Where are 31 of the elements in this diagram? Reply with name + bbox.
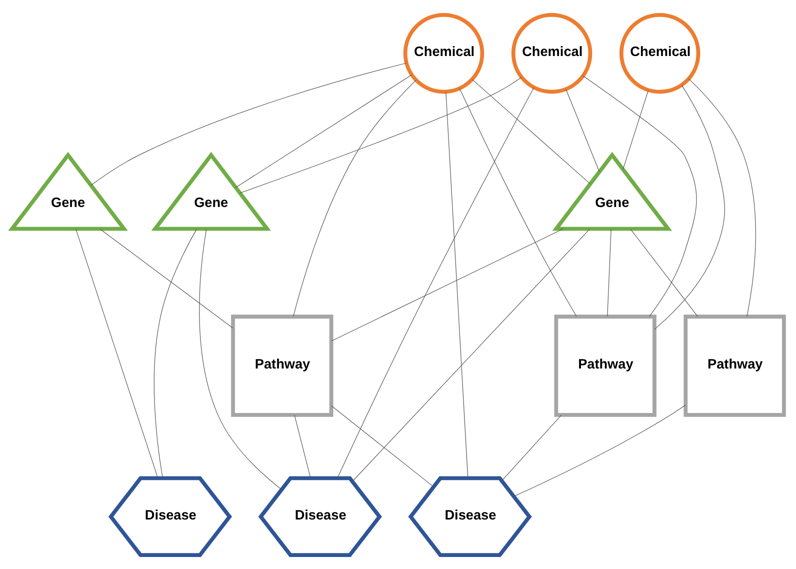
connector: [100, 228, 234, 328]
connector: [331, 405, 434, 486]
connector: [76, 228, 158, 478]
connector: [630, 228, 698, 316]
connector: [688, 78, 756, 316]
connector: [293, 79, 416, 316]
node-circle: Chemical: [511, 12, 592, 94]
connector: [337, 86, 534, 478]
connector: [582, 75, 697, 316]
connector: [501, 414, 562, 481]
connector: [622, 90, 649, 170]
connector: [459, 88, 577, 316]
connector: [566, 88, 600, 172]
connector: [352, 228, 590, 482]
connector: [199, 228, 282, 490]
connector: [654, 84, 725, 330]
connector: [472, 78, 590, 184]
node-box: Pathway: [554, 314, 656, 416]
connector: [240, 76, 522, 193]
connector: [294, 414, 311, 478]
connector: [331, 228, 564, 341]
connector: [514, 404, 686, 496]
node-circle: Chemical: [619, 12, 700, 94]
connector: [446, 91, 468, 478]
connector: [154, 228, 197, 478]
node-box: Pathway: [231, 314, 334, 416]
connector: [235, 74, 412, 188]
node-circle: Chemical: [403, 12, 484, 94]
node-box: Pathway: [684, 314, 786, 416]
connector: [90, 62, 407, 186]
connector: [607, 228, 612, 316]
